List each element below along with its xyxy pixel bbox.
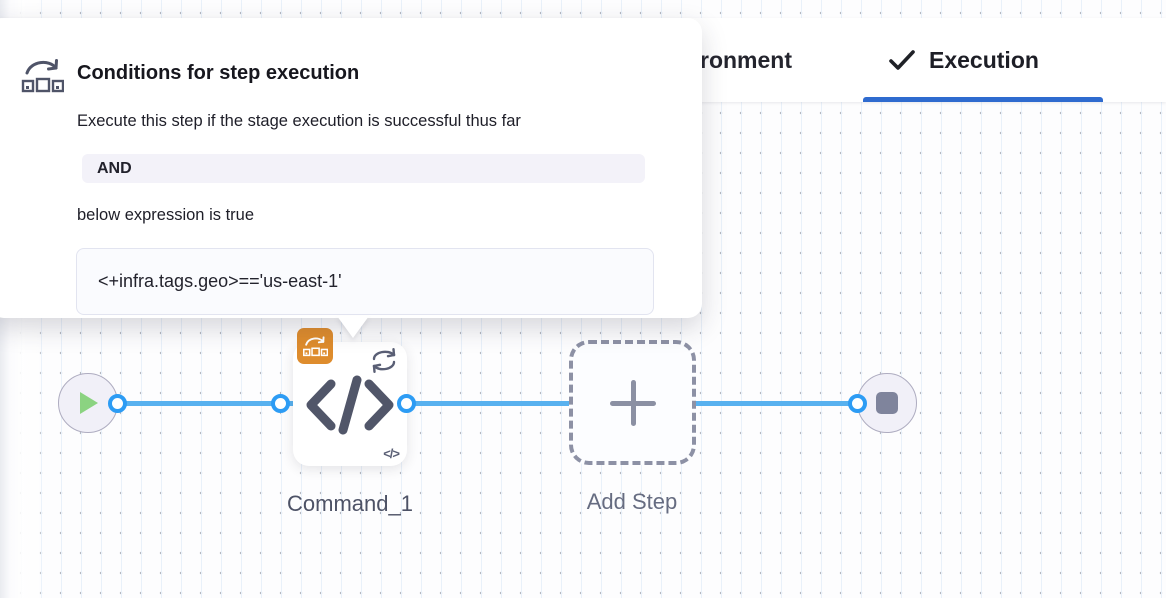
conditions-popover: Conditions for step execution Execute th… xyxy=(0,18,702,318)
connector-port[interactable] xyxy=(271,394,290,413)
add-step-button[interactable] xyxy=(569,340,696,465)
conditional-execution-icon xyxy=(20,56,64,96)
connector-port[interactable] xyxy=(848,394,867,413)
tab-environment-label: ronment xyxy=(700,46,792,73)
tab-environment-partial[interactable]: ronment xyxy=(700,18,792,102)
connector-port[interactable] xyxy=(108,394,127,413)
operator-label: AND xyxy=(97,159,132,177)
popover-description: Execute this step if the stage execution… xyxy=(77,112,521,130)
popover-title: Conditions for step execution xyxy=(77,62,360,84)
step-node-label: Command_1 xyxy=(287,491,413,516)
add-step-label: Add Step xyxy=(586,489,678,514)
connector-port[interactable] xyxy=(397,394,416,413)
check-icon xyxy=(888,49,916,71)
conditional-execution-badge[interactable] xyxy=(297,328,333,364)
operator-pill: AND xyxy=(82,154,645,183)
conditional-execution-icon xyxy=(302,335,328,358)
loop-icon xyxy=(369,347,399,374)
pipeline-end-node xyxy=(857,373,917,433)
expression-value: <+infra.tags.geo>=='us-east-1' xyxy=(98,271,342,291)
plus-icon xyxy=(609,379,656,426)
tab-execution-label: Execution xyxy=(929,46,1039,73)
expression-value-box: <+infra.tags.geo>=='us-east-1' xyxy=(76,248,654,315)
code-icon xyxy=(305,374,395,436)
popover-arrow xyxy=(337,316,369,338)
pipeline-connection-line xyxy=(117,401,857,406)
mini-code-icon: </> xyxy=(383,446,400,461)
tab-execution[interactable]: Execution xyxy=(888,18,1039,102)
play-icon xyxy=(78,391,99,415)
expression-condition-label: below expression is true xyxy=(77,206,255,224)
active-tab-underline xyxy=(863,97,1103,102)
stop-icon xyxy=(876,392,898,414)
